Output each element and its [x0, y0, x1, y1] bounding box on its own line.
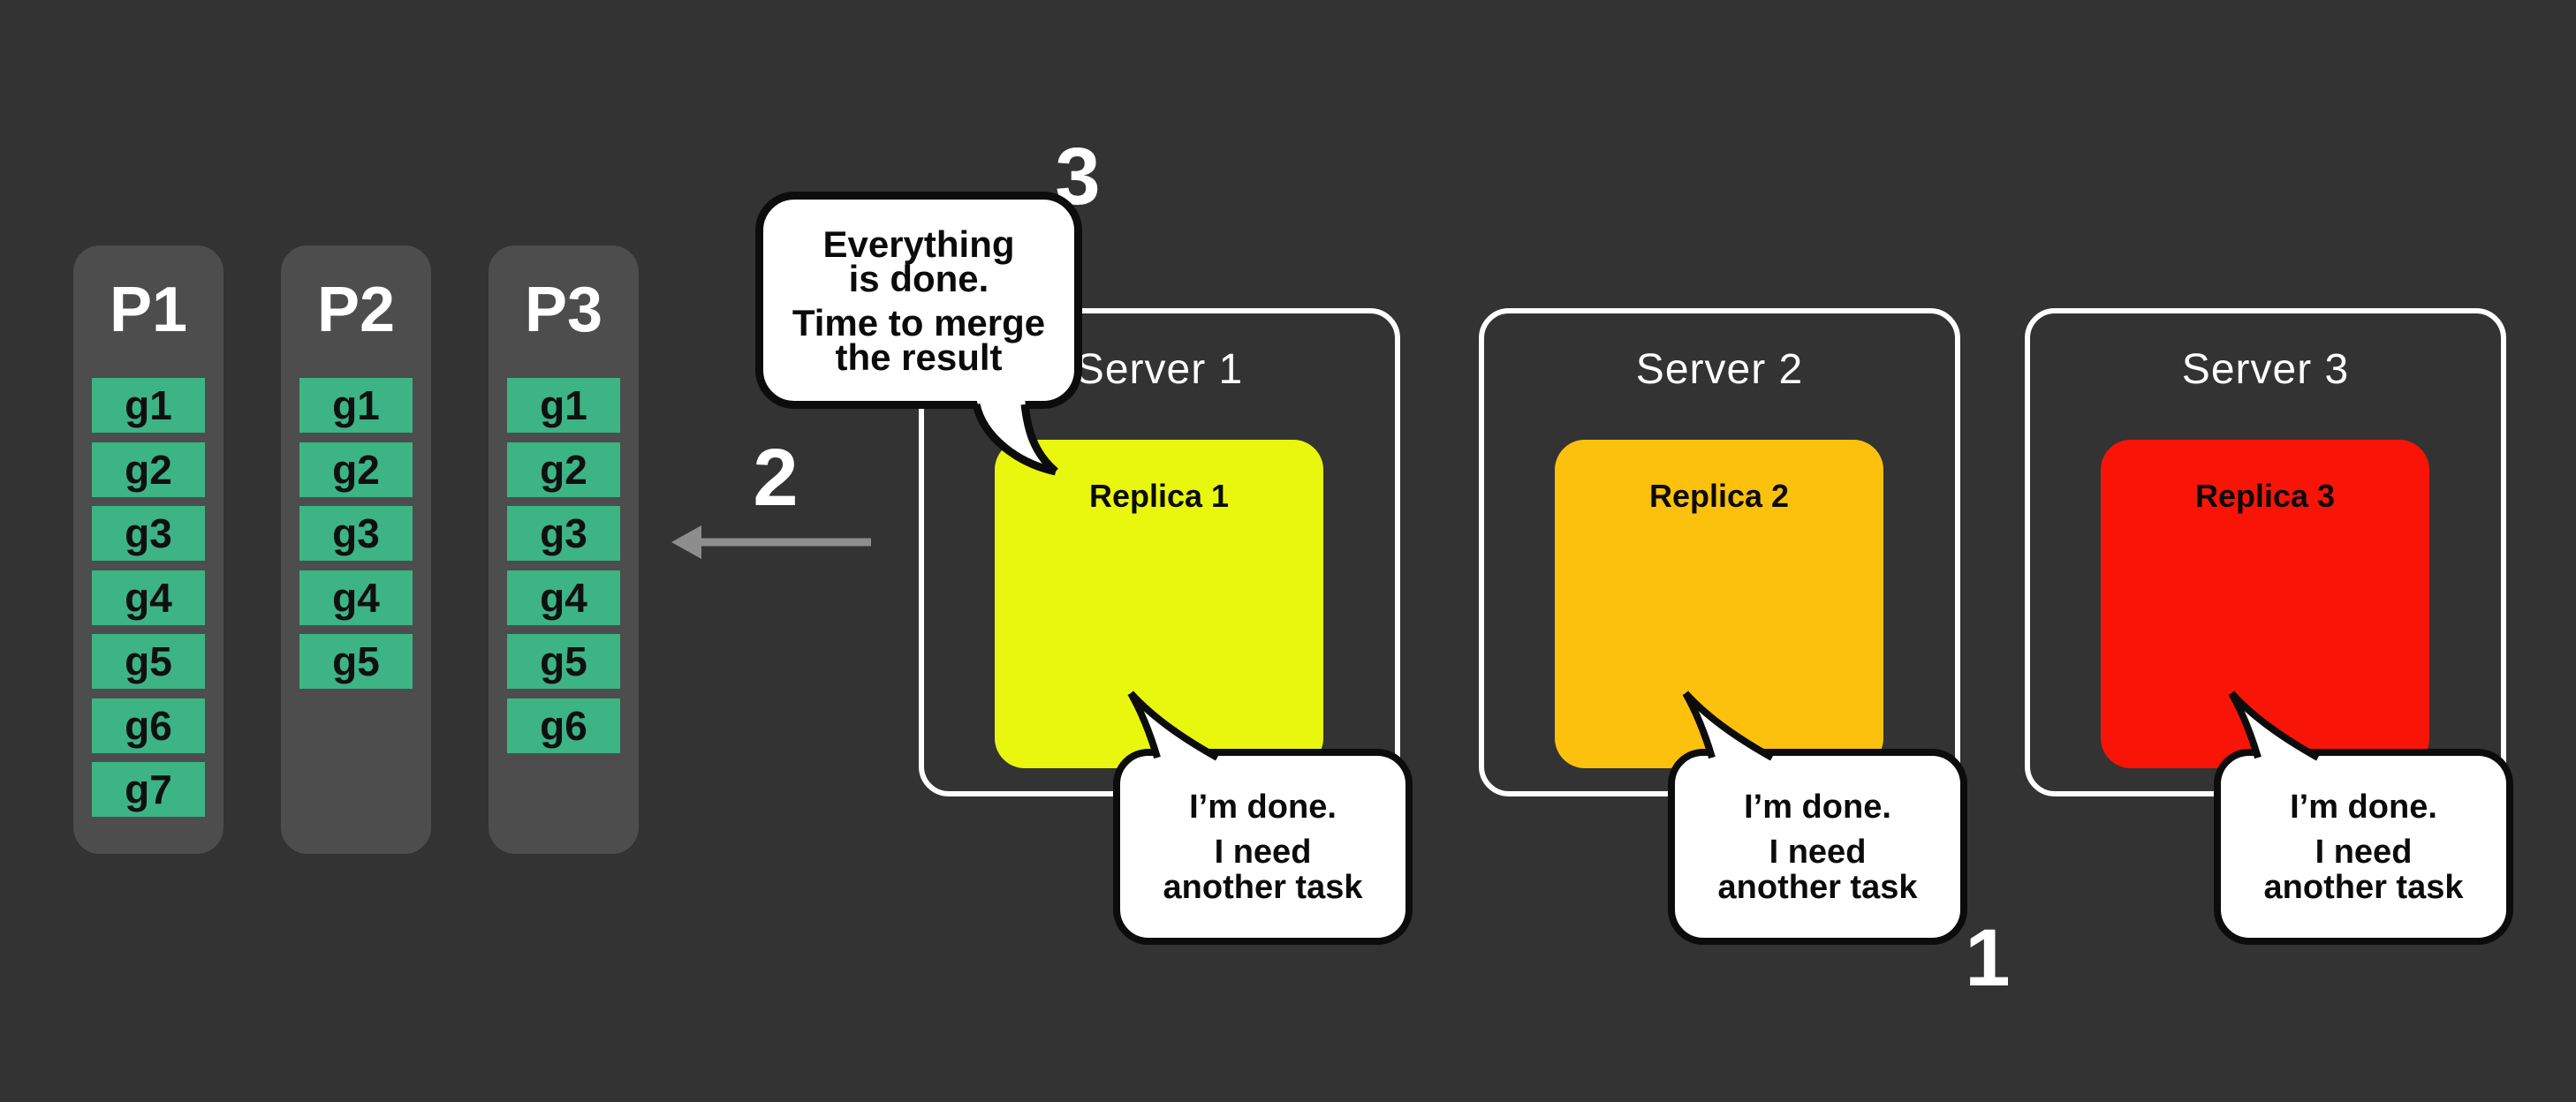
- task-cell: g5: [299, 634, 413, 689]
- task-list: g1 g2 g3 g4 g5 g6 g7: [92, 378, 205, 817]
- bubble-tail: [1682, 691, 1774, 763]
- step-number-2: 2: [753, 433, 799, 523]
- bubble-tail: [1127, 691, 1219, 763]
- merge-left-arrow-icon: [671, 525, 871, 559]
- task-cell: g3: [299, 506, 413, 561]
- task-cell: g6: [507, 698, 620, 753]
- server-title: Server 1: [1075, 346, 1244, 393]
- task-cell: g2: [92, 442, 205, 497]
- bubble-text-line: another task: [1163, 868, 1363, 906]
- bubble-tail: [2228, 691, 2320, 763]
- bubble-text-line: another task: [2263, 868, 2464, 906]
- replica-title: Replica 3: [2194, 478, 2336, 514]
- bubble-text-line: I need: [2315, 833, 2413, 871]
- task-cell: g3: [92, 506, 205, 561]
- speech-bubble-done-1: I’m done. I need another task: [1113, 691, 1413, 945]
- replica-title: Replica 2: [1648, 478, 1790, 514]
- partition-title: P2: [316, 275, 396, 345]
- task-cell: g7: [92, 762, 205, 817]
- task-cell: g1: [92, 378, 205, 433]
- partition-title: P3: [524, 275, 603, 345]
- replica-title: Replica 1: [1088, 478, 1230, 514]
- replica-box-3: Replica 3: [2101, 440, 2429, 768]
- step-number-1: 1: [1965, 913, 2011, 1003]
- bubble-text-line: Everything: [822, 223, 1015, 265]
- server-box-3: Server 3 Replica 3: [2025, 308, 2506, 796]
- task-cell: g6: [92, 698, 205, 753]
- server-title: Server 2: [1635, 346, 1804, 393]
- task-cell: g4: [507, 570, 620, 625]
- bubble-text-line: Time to merge: [792, 301, 1046, 343]
- task-cell: g1: [299, 378, 413, 433]
- bubble-text-line: I need: [1769, 833, 1867, 871]
- replica-box-2: Replica 2: [1555, 440, 1883, 768]
- speech-bubble-done-3: I’m done. I need another task: [2214, 691, 2513, 945]
- bubble-text-line: another task: [1717, 868, 1918, 906]
- bubble-text-line: the result: [835, 336, 1003, 378]
- bubble-text-line: I need: [1214, 833, 1312, 871]
- task-cell: g1: [507, 378, 620, 433]
- task-cell: g5: [92, 634, 205, 689]
- task-cell: g5: [507, 634, 620, 689]
- partition-column-p2: P2 g1 g2 g3 g4 g5: [281, 245, 431, 854]
- partition-column-p3: P3 g1 g2 g3 g4 g5 g6: [489, 245, 639, 854]
- bubble-text-line: I’m done.: [2290, 788, 2437, 826]
- bubble-text-line: I’m done.: [1189, 788, 1337, 826]
- speech-bubble-merge: Everything is done. Time to merge the re…: [755, 192, 1082, 476]
- speech-bubble-done-2: I’m done. I need another task: [1668, 691, 1967, 945]
- task-cell: g2: [507, 442, 620, 497]
- task-list: g1 g2 g3 g4 g5: [299, 378, 413, 689]
- bubble-text-line: is done.: [848, 257, 989, 299]
- replica-box-1: Replica 1: [995, 440, 1323, 768]
- task-cell: g3: [507, 506, 620, 561]
- task-cell: g4: [299, 570, 413, 625]
- task-cell: g2: [299, 442, 413, 497]
- server-title: Server 3: [2181, 346, 2350, 393]
- partition-title: P1: [109, 275, 188, 345]
- partition-column-p1: P1 g1 g2 g3 g4 g5 g6 g7: [73, 245, 224, 854]
- task-list: g1 g2 g3 g4 g5 g6: [507, 378, 620, 753]
- server-box-1: Server 1 Replica 1: [919, 308, 1400, 796]
- bubble-text-line: I’m done.: [1744, 788, 1891, 826]
- task-cell: g4: [92, 570, 205, 625]
- bubble-tail: [972, 397, 1059, 476]
